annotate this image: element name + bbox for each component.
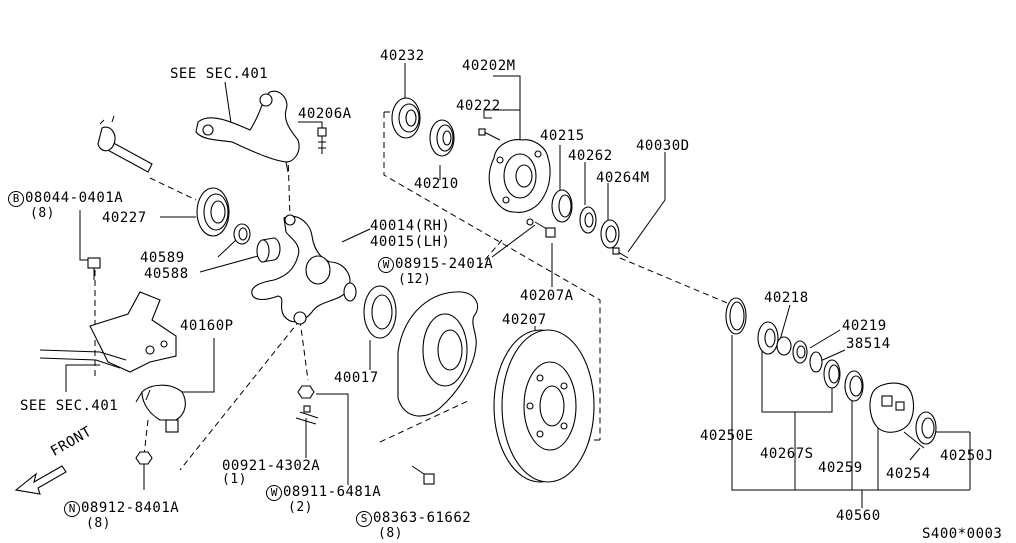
stud-40222 bbox=[478, 128, 501, 141]
bearing-40215 bbox=[551, 189, 573, 223]
cap-40250J bbox=[915, 411, 937, 445]
label-40210: 40210 bbox=[414, 176, 459, 192]
label-40017: 40017 bbox=[334, 370, 379, 386]
label-40589: 40589 bbox=[140, 250, 185, 266]
nut-40219 bbox=[776, 336, 792, 356]
diagram-code: S400*0003 bbox=[922, 526, 1003, 542]
label-40015: 40015(LH) bbox=[370, 234, 451, 250]
drive-shaft bbox=[97, 115, 153, 173]
rotor-40207 bbox=[493, 329, 595, 483]
label-40250J: 40250J bbox=[940, 448, 994, 464]
seal-40227 bbox=[196, 187, 230, 237]
w-circle-icon: W bbox=[266, 485, 282, 501]
seal-40267S bbox=[823, 359, 841, 389]
n-circle-icon: N bbox=[64, 501, 80, 517]
label-08912-qty: (8) bbox=[86, 516, 111, 531]
label-40014: 40014(RH) bbox=[370, 218, 451, 234]
label-40560: 40560 bbox=[836, 508, 881, 524]
washer-38514 bbox=[792, 340, 808, 364]
splash-ring bbox=[363, 285, 397, 339]
label-40232: 40232 bbox=[380, 48, 425, 64]
bearing-40232 bbox=[391, 97, 421, 139]
label-40218: 40218 bbox=[764, 290, 809, 306]
seal-40259 bbox=[844, 370, 864, 402]
label-see-sec-401-left: SEE SEC.401 bbox=[20, 398, 119, 414]
label-see-sec-401-top: SEE SEC.401 bbox=[170, 66, 269, 82]
bushing-40588 bbox=[256, 237, 281, 263]
steering-knuckle bbox=[251, 214, 357, 325]
label-40250E: 40250E bbox=[700, 428, 754, 444]
bolt-08044 bbox=[87, 257, 101, 280]
label-40207A: 40207A bbox=[520, 288, 574, 304]
baffle-plate-40017 bbox=[397, 291, 479, 417]
label-08044-qty: (8) bbox=[30, 206, 55, 221]
washer-40262 bbox=[579, 206, 597, 234]
label-40207: 40207 bbox=[502, 312, 547, 328]
lower-control-arm bbox=[39, 291, 177, 373]
ball-joint-40160P bbox=[135, 384, 186, 433]
label-38514: 38514 bbox=[846, 336, 891, 352]
label-40030D: 40030D bbox=[636, 138, 690, 154]
label-40588: 40588 bbox=[144, 266, 189, 282]
label-40262: 40262 bbox=[568, 148, 613, 164]
label-08915-qty: (12) bbox=[398, 272, 432, 287]
screw-40030D bbox=[612, 247, 629, 259]
ring-40589 bbox=[233, 223, 251, 245]
leader-lines bbox=[65, 63, 971, 508]
label-40202M: 40202M bbox=[462, 58, 516, 74]
label-40264M: 40264M bbox=[596, 170, 650, 186]
bearing-40210 bbox=[429, 119, 455, 157]
snap-ring bbox=[809, 351, 823, 373]
nut-08912 bbox=[135, 451, 153, 465]
washer-40218 bbox=[757, 321, 779, 355]
nut-40264M bbox=[600, 219, 620, 249]
cotter-and-nut bbox=[295, 385, 319, 425]
label-40219: 40219 bbox=[842, 318, 887, 334]
o-ring-40250E bbox=[725, 297, 747, 335]
front-arrow-icon bbox=[14, 465, 67, 495]
bolt-08363 bbox=[411, 465, 435, 485]
bolt-40206A bbox=[317, 127, 327, 154]
hub-40202M bbox=[488, 139, 551, 213]
label-40206A: 40206A bbox=[298, 106, 352, 122]
s-circle-icon: S bbox=[356, 511, 372, 527]
label-08911-qty: (2) bbox=[288, 500, 313, 515]
label-40160P: 40160P bbox=[180, 318, 234, 334]
free-running-hub bbox=[869, 382, 925, 449]
b-circle-icon: B bbox=[8, 191, 24, 207]
label-40227: 40227 bbox=[102, 210, 147, 226]
label-40222: 40222 bbox=[456, 98, 501, 114]
label-40215: 40215 bbox=[540, 128, 585, 144]
label-08363-qty: (8) bbox=[378, 526, 403, 541]
upper-control-arm bbox=[195, 90, 300, 173]
label-00921-qty: (1) bbox=[222, 472, 247, 487]
label-40254: 40254 bbox=[886, 466, 931, 482]
w-circle-icon: W bbox=[378, 257, 394, 273]
assembly-dashed-lines bbox=[94, 111, 733, 471]
label-40267S: 40267S bbox=[760, 446, 814, 462]
bolt-40207A bbox=[526, 218, 556, 238]
label-40259: 40259 bbox=[818, 460, 863, 476]
label-00921: 00921-4302A bbox=[222, 458, 321, 474]
